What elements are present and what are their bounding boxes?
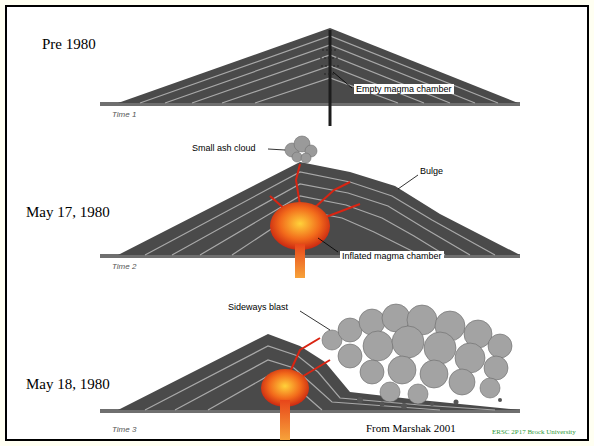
panel-time-label: Time 1 bbox=[112, 110, 136, 119]
volcano-time-3 bbox=[100, 304, 520, 440]
volcano-time-2 bbox=[100, 136, 520, 278]
callout-label: Inflated magma chamber bbox=[340, 251, 444, 261]
watermark: ERSC 2P17 Brock University bbox=[492, 428, 576, 436]
panel-time-label: Time 2 bbox=[112, 262, 136, 271]
callout-label: Bulge bbox=[420, 166, 443, 176]
period-label: Pre 1980 bbox=[42, 36, 96, 53]
panel-time-label: Time 3 bbox=[112, 425, 136, 434]
credit-label: From Marshak 2001 bbox=[366, 422, 456, 435]
volcano-time-1 bbox=[100, 28, 520, 126]
callout-label: Sideways blast bbox=[228, 302, 288, 312]
period-label: May 17, 1980 bbox=[26, 204, 110, 221]
callout-label: Small ash cloud bbox=[192, 143, 256, 153]
slide-frame bbox=[6, 6, 588, 440]
callout-label: Empty magma chamber bbox=[354, 84, 454, 94]
period-label: May 18, 1980 bbox=[26, 376, 110, 393]
